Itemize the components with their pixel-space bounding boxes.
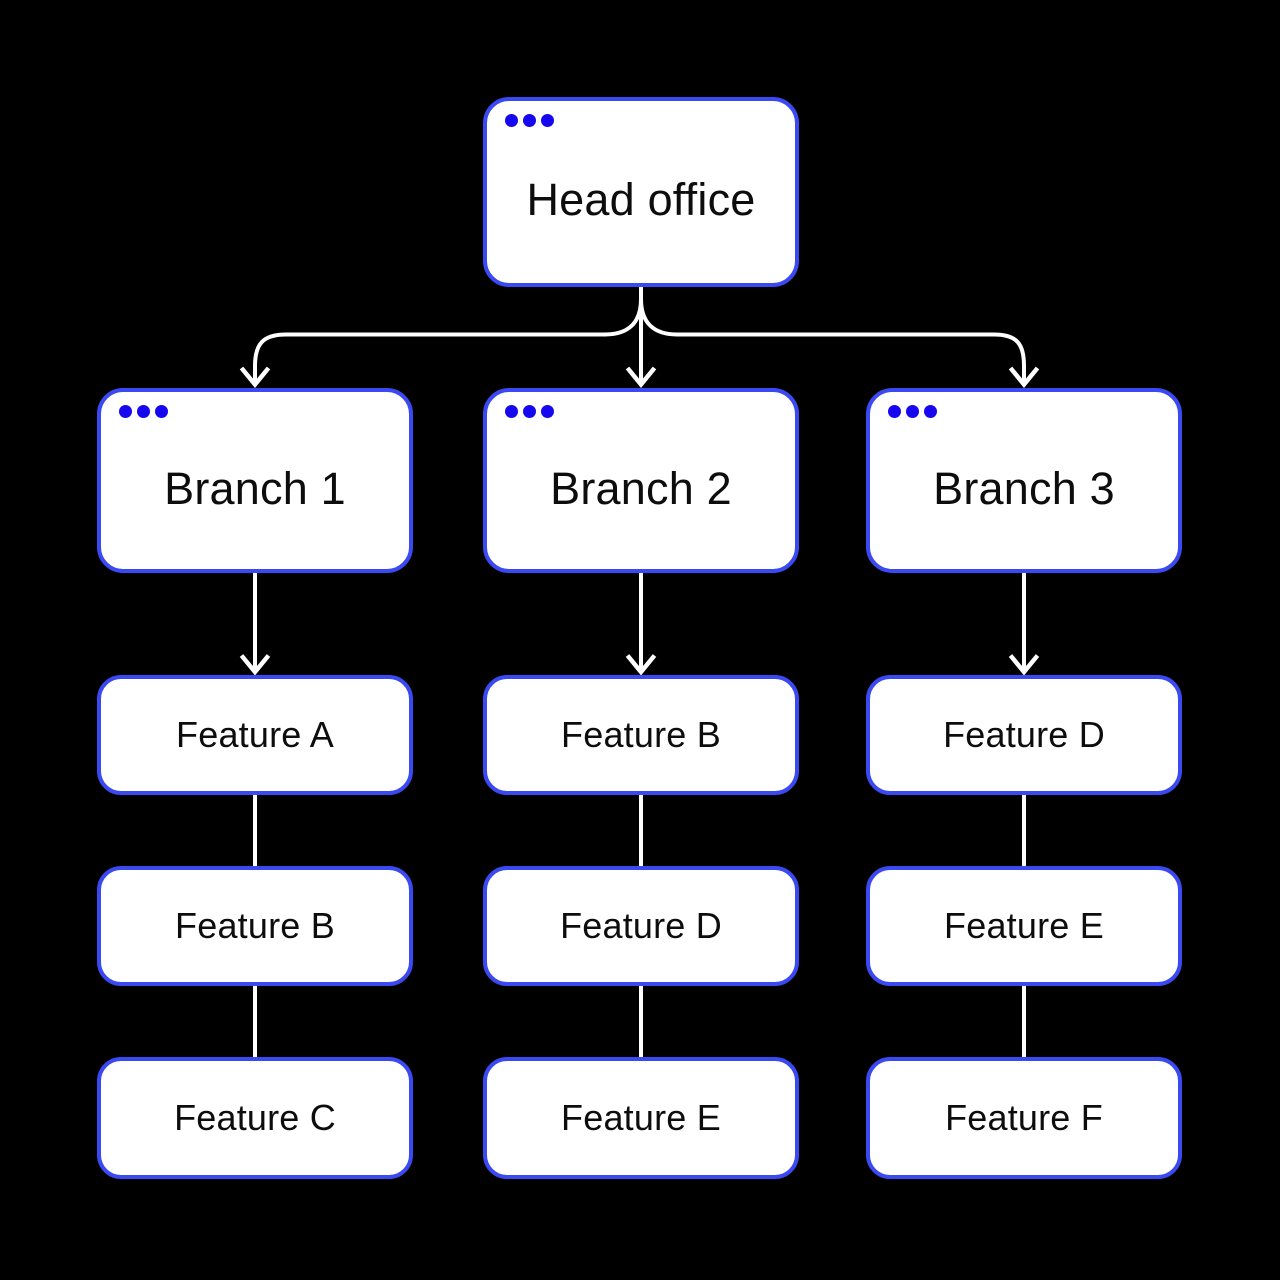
window-dot-icon (505, 405, 518, 418)
window-dot-icon (523, 405, 536, 418)
window-dots-icon (505, 405, 554, 418)
node-branch-2: Branch 2 (483, 388, 799, 573)
node-label: Branch 2 (550, 462, 732, 514)
node-branch-1: Branch 1 (97, 388, 413, 573)
arrowhead-feature-col2 (625, 654, 657, 676)
node-feature-col2-row3: Feature E (483, 1057, 799, 1179)
node-feature-col2-row2: Feature D (483, 866, 799, 986)
node-feature-col3-row3: Feature F (866, 1057, 1182, 1179)
window-dot-icon (137, 405, 150, 418)
arrowhead-feature-col1 (239, 654, 271, 676)
node-label: Head office (526, 174, 756, 225)
window-dot-icon (541, 405, 554, 418)
node-label: Feature F (945, 1097, 1103, 1138)
node-branch-3: Branch 3 (866, 388, 1182, 573)
node-label: Feature A (176, 714, 334, 755)
window-dot-icon (505, 114, 518, 127)
node-feature-col3-row1: Feature D (866, 675, 1182, 795)
arrowhead-branch2 (625, 366, 657, 389)
node-feature-col1-row3: Feature C (97, 1057, 413, 1179)
node-label: Feature E (561, 1097, 721, 1138)
node-label: Feature D (943, 714, 1105, 755)
window-dot-icon (541, 114, 554, 127)
node-label: Feature C (174, 1097, 336, 1138)
arrowhead-branch3 (1008, 366, 1040, 389)
window-dots-icon (888, 405, 937, 418)
node-feature-col1-row2: Feature B (97, 866, 413, 986)
node-label: Branch 1 (164, 462, 346, 514)
window-dot-icon (119, 405, 132, 418)
arrowhead-feature-col3 (1008, 654, 1040, 676)
node-feature-col2-row1: Feature B (483, 675, 799, 795)
window-dots-icon (505, 114, 554, 127)
window-dot-icon (906, 405, 919, 418)
connector-head-to-branch3 (639, 284, 1026, 381)
window-dot-icon (523, 114, 536, 127)
window-dot-icon (888, 405, 901, 418)
window-dots-icon (119, 405, 168, 418)
node-label: Feature D (560, 905, 722, 946)
window-dot-icon (155, 405, 168, 418)
node-label: Feature E (944, 905, 1104, 946)
node-label: Feature B (175, 905, 335, 946)
node-feature-col1-row1: Feature A (97, 675, 413, 795)
node-head-office: Head office (483, 97, 799, 287)
window-dot-icon (924, 405, 937, 418)
node-label: Feature B (561, 714, 721, 755)
connector-head-to-branch1 (253, 284, 643, 381)
arrowhead-branch1 (239, 366, 271, 389)
node-feature-col3-row2: Feature E (866, 866, 1182, 986)
node-label: Branch 3 (933, 462, 1115, 514)
